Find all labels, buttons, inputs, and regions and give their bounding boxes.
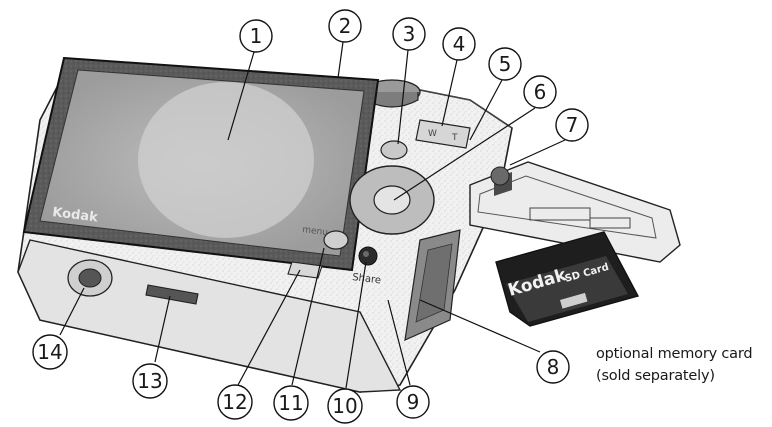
leader-12 (237, 269, 301, 386)
zoom-wide-icon: W (428, 129, 437, 139)
callout-6: 6 (523, 75, 557, 109)
menu-button[interactable] (323, 230, 349, 250)
callout-14-label: 14 (37, 340, 62, 364)
leader-7 (509, 139, 566, 166)
callout-9: 9 (396, 385, 430, 419)
leader-2 (337, 41, 344, 79)
zoom-rocker[interactable]: W T (415, 119, 471, 149)
dock-connector (145, 284, 199, 305)
callout-10-label: 10 (332, 394, 357, 418)
callout-1: 1 (239, 19, 273, 53)
tripod-socket (67, 259, 113, 297)
leader-10 (345, 261, 367, 389)
callout-12-label: 12 (222, 390, 247, 414)
callout-4: 4 (442, 27, 476, 61)
lcd-screen: Kodak (22, 56, 380, 272)
delete-button[interactable] (380, 140, 408, 160)
callout-14: 14 (32, 334, 68, 370)
leader-11 (291, 247, 325, 386)
callout-7-label: 7 (566, 113, 579, 137)
leader-lines (59, 41, 566, 389)
callout-4-label: 4 (453, 32, 466, 56)
menu-label: menu (302, 225, 329, 238)
share-label: Share (352, 272, 382, 286)
leader-3 (397, 49, 409, 145)
lcd-glare (138, 82, 314, 238)
callout-1-label: 1 (250, 24, 263, 48)
leader-4 (441, 59, 458, 127)
callout-2-label: 2 (339, 14, 352, 38)
sd-memory-card: Kodak SD Card (495, 231, 640, 327)
review-button[interactable] (287, 261, 323, 279)
zoom-tele-icon: T (451, 133, 458, 143)
callout-7: 7 (555, 108, 589, 142)
callout-5: 5 (488, 47, 522, 81)
leader-8 (419, 299, 541, 353)
controller-pad[interactable] (349, 165, 435, 235)
leader-14 (59, 287, 85, 336)
callout-6-label: 6 (534, 80, 547, 104)
callout-5-label: 5 (499, 52, 512, 76)
callout-8: 8 (536, 350, 570, 384)
leader-5 (469, 79, 503, 141)
ok-button[interactable] (373, 185, 411, 215)
strap-post (490, 166, 510, 186)
callout-8-label: 8 (547, 355, 560, 379)
leader-1 (227, 51, 255, 141)
callout-11-label: 11 (278, 391, 303, 415)
leader-6 (393, 107, 536, 201)
callout-13-label: 13 (137, 369, 162, 393)
memory-card-caption-line1: optional memory card (596, 346, 753, 362)
share-button[interactable] (358, 246, 378, 266)
card-label-sticker (560, 292, 588, 309)
callout-2: 2 (328, 9, 362, 43)
callout-13: 13 (132, 363, 168, 399)
callout-3: 3 (392, 17, 426, 51)
callout-10: 10 (327, 388, 363, 424)
callout-12: 12 (217, 384, 253, 420)
callout-9-label: 9 (407, 390, 420, 414)
leader-13 (154, 295, 171, 363)
memory-card-caption-line2: (sold separately) (596, 368, 715, 384)
callout-3-label: 3 (403, 22, 416, 46)
lcd-brand-label: Kodak (52, 205, 99, 225)
callout-11: 11 (273, 385, 309, 421)
compartment-door[interactable] (469, 161, 681, 263)
leader-9 (387, 299, 411, 386)
